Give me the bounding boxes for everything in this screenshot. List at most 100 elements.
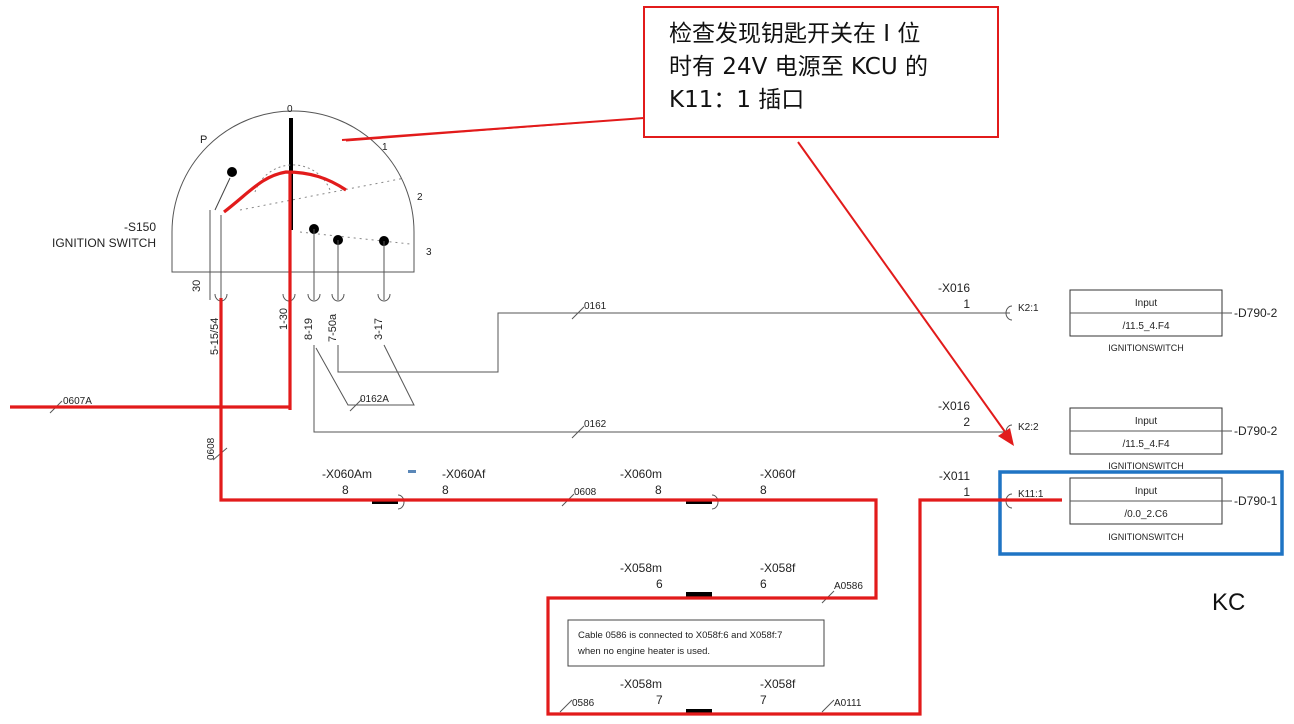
wire-label-0162a: 0162A — [360, 394, 389, 405]
terminal-hook-17 — [377, 293, 391, 302]
connector-x016-2-name: -X016 — [938, 399, 970, 413]
wire-tick-0162 — [571, 425, 585, 439]
module-1-caption: IGNITIONSWITCH — [1108, 343, 1184, 353]
module-1-label: Input — [1135, 298, 1157, 309]
kc-label: KC — [1212, 589, 1246, 616]
connector-x060am-pin: 8 — [342, 483, 349, 497]
connector-x016-1-pin: 1 — [963, 297, 970, 311]
module-1-id: -D790-2 — [1234, 306, 1278, 320]
wire-label-0608: 0608 — [574, 487, 597, 498]
module-2-label: Input — [1135, 416, 1157, 427]
module-d790-2-a: K2:1 Input /11.5_4.F4 IGNITIONSWITCH -D7… — [1018, 289, 1278, 353]
connector-x011-name: -X011 — [939, 469, 970, 483]
connector-x058f-6-name: -X058f — [760, 561, 796, 575]
note-line-1: Cable 0586 is connected to X058f:6 and X… — [578, 630, 782, 641]
connector-x016-1-socket — [1005, 305, 1013, 321]
callout-line-to-switch-upper — [345, 117, 645, 142]
terminal-label-7-50a: 7-50a — [327, 313, 339, 342]
connector-x060af-name: -X060Af — [442, 467, 486, 481]
connector-x016-2-pin: 2 — [963, 415, 970, 429]
terminal-hook-50a — [331, 293, 345, 302]
gray-wiring: 0161 0162A 0162 0607A 0608 0608 A0586 05… — [49, 301, 1010, 713]
connector-x058-6-male — [686, 592, 712, 597]
module-1-ref: /11.5_4.F4 — [1122, 321, 1170, 332]
connector-x060m-pin: 8 — [655, 483, 662, 497]
wire-label-0607a: 0607A — [63, 396, 92, 407]
connector-x058f-6-pin: 6 — [760, 577, 767, 591]
connector-x060f-name: -X060f — [760, 467, 796, 481]
red-highlight-path — [10, 170, 1062, 716]
wire-tick-0586 — [559, 699, 573, 713]
connector-x058m-6-name: -X058m — [620, 561, 662, 575]
wire-tick-0162a — [349, 398, 363, 412]
module-3-id: -D790-1 — [1234, 494, 1278, 508]
terminal-label-1-30: 1-30 — [278, 308, 290, 330]
module-3-pin: K11:1 — [1018, 489, 1044, 500]
wire-label-0586: 0586 — [572, 698, 595, 709]
connector-x011-pin: 1 — [963, 485, 970, 499]
module-d790-1: K11:1 Input /0.0_2.C6 IGNITIONSWITCH -D7… — [998, 470, 1284, 556]
terminal-hook-19 — [307, 293, 321, 302]
callout-line-1: 检查发现钥匙开关在 I 位 — [669, 21, 921, 47]
connector-x058m-7-name: -X058m — [620, 677, 662, 691]
module-d790-2-b: K2:2 Input /11.5_4.F4 IGNITIONSWITCH -D7… — [1018, 407, 1278, 471]
switch-title: IGNITION SWITCH — [52, 236, 156, 250]
contact-p-line — [214, 177, 231, 211]
connector-x060am-name: -X060Am — [322, 467, 372, 481]
blue-marker — [408, 470, 416, 473]
wire-label-0161: 0161 — [584, 301, 607, 312]
connector-x058f-7-pin: 7 — [760, 693, 767, 707]
switch-body-outline — [171, 110, 415, 273]
module-1-pin: K2:1 — [1018, 303, 1039, 314]
terminal-label-8-19: 8-19 — [303, 318, 315, 340]
module-2-pin: K2:2 — [1018, 422, 1039, 433]
module-3-ref: /0.0_2.C6 — [1124, 509, 1168, 520]
terminal-label-5-15-54: 5-15/54 — [209, 318, 221, 355]
connector-x060f-pin: 8 — [760, 483, 767, 497]
module-3-label: Input — [1135, 486, 1157, 497]
connector-x058-7-male — [686, 709, 712, 714]
connector-x058m-7-pin: 7 — [656, 693, 663, 707]
wire-label-0608-vertical: 0608 — [206, 437, 217, 460]
note-box: Cable 0586 is connected to X058f:6 and X… — [567, 619, 825, 667]
module-2-ref: /11.5_4.F4 — [1122, 439, 1170, 450]
connector-x060a-female — [397, 494, 405, 510]
wire-label-a0111: A0111 — [834, 698, 862, 709]
terminal-label-30: 30 — [191, 280, 203, 292]
connector-x016-1-name: -X016 — [938, 281, 970, 295]
note-border — [567, 619, 825, 667]
red-key-arc — [223, 170, 347, 214]
connectors: -X016 1 -X016 2 -X060Am 8 -X060Af 8 -X06… — [322, 281, 1013, 714]
callout-box: 检查发现钥匙开关在 I 位 时有 24V 电源至 KCU 的 K11：1 插口 — [643, 6, 999, 138]
connector-x060m-name: -X060m — [620, 467, 662, 481]
callout-arrow-head — [998, 428, 1014, 446]
module-3-highlight-frame — [998, 470, 1284, 556]
wire-tick-0161 — [571, 306, 585, 320]
switch-name: -S150 — [124, 220, 156, 234]
wire-label-a0586: A0586 — [834, 581, 863, 592]
terminal-label-3-17: 3-17 — [373, 318, 385, 340]
position-ray-2 — [239, 177, 406, 211]
wire-tick-a0111 — [821, 699, 835, 713]
wire-0162a-jumper — [315, 344, 415, 406]
module-2-id: -D790-2 — [1234, 424, 1278, 438]
module-3-caption: IGNITIONSWITCH — [1108, 532, 1184, 542]
contact-dot-p — [227, 167, 237, 177]
ignition-switch-symbol: P 0 1 2 3 -S150 IGNITION SWITCH 30 5-15/… — [52, 104, 432, 355]
switch-position-0: 0 — [287, 104, 293, 115]
switch-position-p: P — [200, 134, 207, 146]
module-2-caption: IGNITIONSWITCH — [1108, 461, 1184, 471]
wire-label-0162: 0162 — [584, 419, 607, 430]
switch-position-3: 3 — [426, 247, 432, 258]
position-ray-3 — [299, 231, 411, 245]
connector-x060af-pin: 8 — [442, 483, 449, 497]
callout-line-to-module — [797, 141, 1009, 437]
red-circuit-path — [219, 298, 1062, 716]
callout-line-3: K11：1 插口 — [669, 87, 805, 113]
connector-x058m-6-pin: 6 — [656, 577, 663, 591]
callout-line-2: 时有 24V 电源至 KCU 的 — [669, 54, 928, 80]
switch-position-2: 2 — [417, 192, 423, 203]
connector-x058f-7-name: -X058f — [760, 677, 796, 691]
note-line-2: when no engine heater is used. — [577, 646, 710, 657]
